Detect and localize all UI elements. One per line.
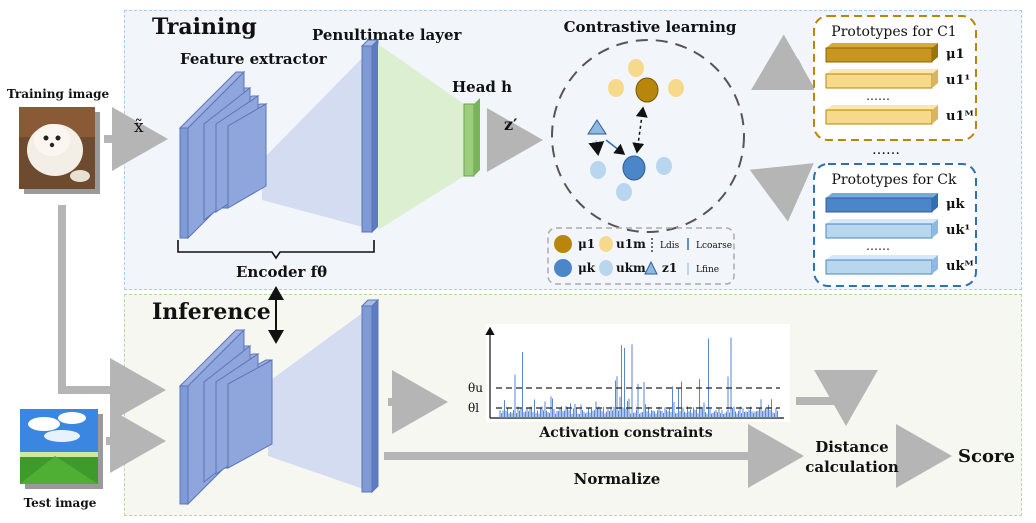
ck-prototype-bar [825, 255, 938, 275]
distance-calculation-line1: Distance [815, 438, 888, 456]
inference-title: Inference [152, 299, 271, 325]
class1-cluster [608, 59, 684, 103]
classk-cluster [590, 155, 672, 201]
training-image [19, 107, 100, 194]
legend-muk: μk [578, 261, 596, 275]
prototypes-ck-title: Prototypes for Ck [832, 172, 957, 188]
activation-constraints-label: Activation constraints [538, 425, 712, 441]
arrow-activation-to-distance [796, 370, 878, 426]
test-image [20, 409, 103, 489]
head-label: Head h [452, 78, 512, 96]
head-projection [378, 44, 464, 230]
legend-lcoarse: Lcoarse [696, 241, 732, 251]
penultimate-layer-label: Penultimate layer [312, 26, 463, 44]
score-label: Score [958, 446, 1015, 467]
ck-prototype-bar [825, 193, 938, 213]
training-title: Training [152, 14, 257, 40]
feature-extractor-stack-training [178, 38, 380, 240]
prototypes-ck-box: Prototypes for Ck μk uk¹ …… ukᴹ [813, 163, 977, 287]
arrow-c1-to-contrastive [751, 34, 816, 90]
arrow-train-to-inference [58, 205, 166, 422]
c1-prototype-bar [825, 43, 938, 63]
test-image-label: Test image [24, 496, 97, 510]
training-image-label: Training image [7, 87, 110, 101]
c1-label-2: u1ᴹ [946, 109, 974, 124]
activation-spikes [499, 337, 778, 418]
x-tilde-label: x̃ [134, 117, 144, 137]
legend-ukm: ukm [616, 261, 646, 275]
activation-plot: θu θl [468, 324, 790, 422]
ck-prototype-bar [825, 219, 938, 239]
prototypes-c1-box: Prototypes for C1 μ1 u1¹ …… u1ᴹ [813, 15, 977, 141]
z-prime-label: z′ [504, 115, 517, 134]
legend-mu1: μ1 [578, 237, 595, 251]
ck-label-0: μk [946, 197, 966, 212]
legend-lfine: Lfine [696, 265, 719, 275]
prototypes-c1-title: Prototypes for C1 [831, 24, 956, 40]
prototype-groups-ellipsis: …… [872, 142, 900, 158]
sample-embedding [587, 106, 648, 156]
c1-label-0: μ1 [946, 47, 965, 62]
legend-ldis: Ldis [660, 241, 680, 251]
classk-mean [622, 155, 646, 181]
theta-l-label: θl [468, 401, 479, 415]
ck-ellipsis: …… [866, 239, 890, 253]
embedding-space-circle [551, 39, 745, 233]
c1-label-1: u1¹ [946, 73, 970, 88]
encoder-label: Encoder fθ [236, 263, 327, 281]
c1-prototype-bar [825, 105, 938, 125]
ck-label-1: uk¹ [946, 223, 970, 238]
normalize-label: Normalize [574, 470, 661, 488]
class1-mean [635, 77, 659, 103]
arrow-ck-to-contrastive [749, 163, 814, 222]
head-layer [463, 98, 480, 177]
legend: μ1 u1m Ldis Lcoarse μk ukm z1 Lfine [547, 227, 735, 285]
distance-calculation-line2: calculation [805, 458, 899, 476]
ck-label-2: ukᴹ [946, 259, 974, 274]
encoder-brace [177, 240, 375, 260]
c1-prototype-bar [825, 69, 938, 89]
theta-u-label: θu [468, 381, 483, 395]
legend-u1m: u1m [616, 237, 646, 251]
feature-extractor-label: Feature extractor [180, 50, 328, 68]
contrastive-title: Contrastive learning [564, 18, 737, 36]
legend-z1: z1 [662, 261, 677, 275]
feature-extractor-stack-inference [178, 298, 380, 506]
c1-ellipsis: …… [866, 89, 890, 103]
